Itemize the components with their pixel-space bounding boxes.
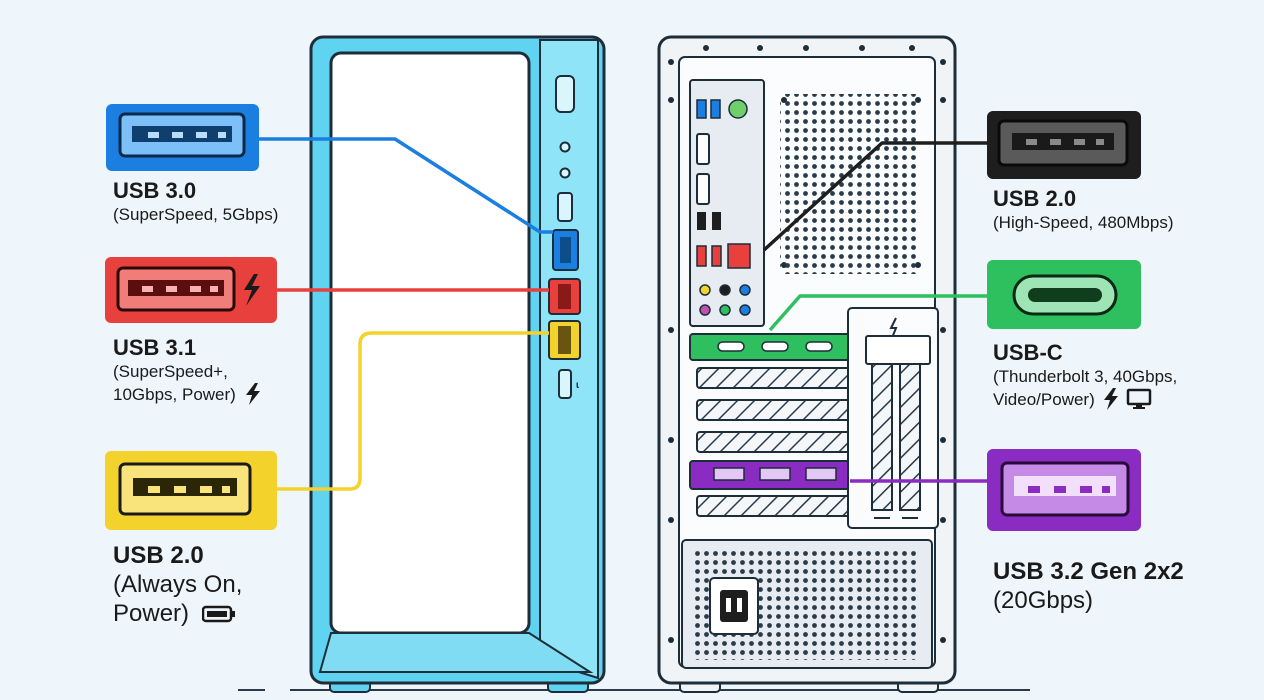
usb20-front-title: USB 2.0: [113, 542, 204, 569]
usbc-label: USB-C (Thunderbolt 3, 40Gbps, Video/Powe…: [993, 340, 1177, 411]
battery-icon: [201, 605, 235, 623]
usb31-title: USB 3.1: [113, 335, 197, 360]
usb20-front-line2: Power): [113, 599, 242, 628]
usb20-rear-label: USB 2.0 (High-Speed, 480Mbps): [993, 186, 1173, 234]
usb32-callout: [987, 449, 1141, 531]
rear-case: [657, 35, 957, 693]
usb20-front-callout: [105, 451, 277, 530]
lightning-icon: [1104, 388, 1119, 410]
power-button: [555, 75, 575, 113]
lightning-icon: [245, 383, 260, 405]
lightning-icon: [244, 274, 260, 306]
indicator-light: [559, 141, 571, 153]
usb30-label: USB 3.0 (SuperSpeed, 5Gbps): [113, 178, 278, 226]
usb20-front-label: USB 2.0 (Always On, Power): [113, 542, 242, 628]
usb31-callout: [105, 257, 277, 323]
usbc-line1: (Thunderbolt 3, 40Gbps,: [993, 367, 1178, 386]
front-case: ɩ: [309, 35, 606, 693]
usb20-front-line1: (Always On,: [113, 571, 243, 598]
usb30-callout: [106, 104, 259, 171]
usb32-subtitle: (20Gbps): [993, 587, 1094, 614]
usb20-rear-callout: [987, 111, 1141, 179]
svg-text:ɩ: ɩ: [576, 380, 579, 391]
usb20-rear-subtitle: (High-Speed, 480Mbps): [993, 213, 1174, 232]
usb31-line2: 10Gbps, Power): [113, 383, 261, 406]
connector-lines: [258, 137, 988, 491]
usb31-label: USB 3.1 (SuperSpeed+, 10Gbps, Power): [113, 335, 261, 406]
usbc-callout: [987, 260, 1141, 329]
usbc-line2: Video/Power): [993, 388, 1177, 411]
usb32-label: USB 3.2 Gen 2x2 (20Gbps): [993, 558, 1184, 615]
usbc-title: USB-C: [993, 340, 1063, 365]
usb31-line1: (SuperSpeed+,: [113, 362, 228, 381]
usb30-subtitle: (SuperSpeed, 5Gbps): [113, 205, 279, 224]
usb32-title: USB 3.2 Gen 2x2: [993, 558, 1184, 585]
fan-grill: [780, 94, 920, 274]
indicator-light: [559, 167, 571, 179]
usb20-rear-title: USB 2.0: [993, 186, 1077, 211]
usb30-title: USB 3.0: [113, 178, 197, 203]
monitor-icon: [1126, 388, 1152, 409]
